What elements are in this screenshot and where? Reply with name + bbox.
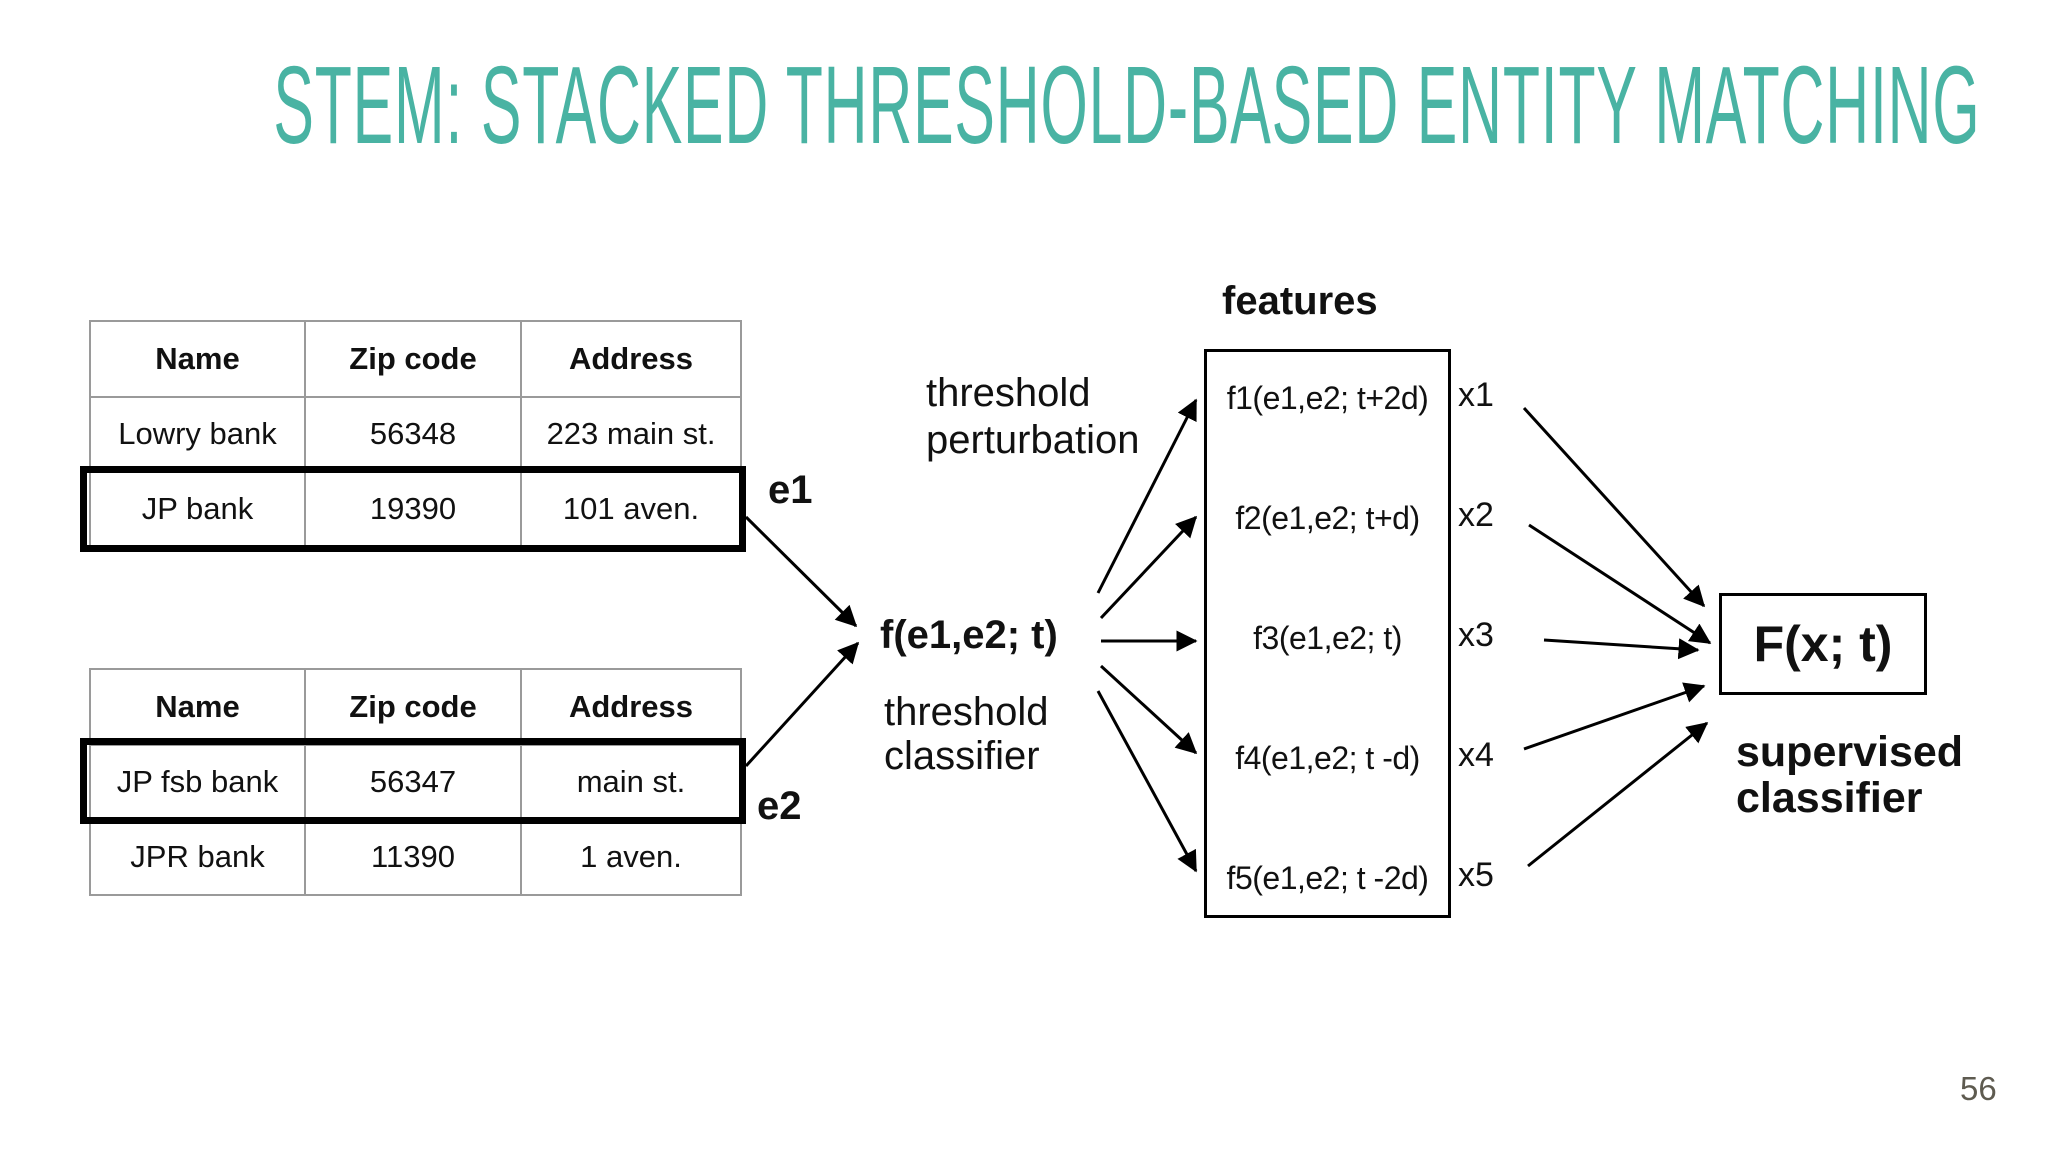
table-cell: 1 aven. [580,839,682,874]
table-cell: main st. [522,746,740,820]
table-header-cell: Address [522,670,740,746]
feature-formula: f4(e1,e2; t -d) [1235,740,1420,776]
feature-output-label: x1 [1458,376,1494,414]
source-table-2: Name Zip code Address JP fsb bank 56347 … [89,668,742,896]
arrow-x1-to-F [1522,406,1706,608]
table-cell: 101 aven. [562,491,700,526]
table-header-cell: Zip code [306,322,522,398]
features-title: features [1222,279,1378,323]
table-cell: JPR bank [91,820,306,894]
feature-output-label: x2 [1458,496,1494,534]
arrow-f-to-f4 [1099,664,1198,755]
table-header-cell: Address [522,322,740,398]
threshold-perturbation-label: threshold perturbation [926,371,1140,462]
table-cell: 56347 [306,746,522,820]
features-box: f1(e1,e2; t+2d) f2(e1,e2; t+d) f3(e1,e2;… [1204,349,1451,918]
supervised-classifier-box: F(x; t) [1719,593,1927,695]
feature-formula: f3(e1,e2; t) [1253,620,1402,656]
feature-output-label: x3 [1458,616,1494,654]
source-table-1: Name Zip code Address Lowry bank 56348 2… [89,320,742,548]
threshold-classifier-formula: f(e1,e2; t) [880,613,1058,657]
arrow-e1-to-f [744,515,858,628]
table-cell: 56348 [306,398,522,472]
feature-output-label: x4 [1458,736,1494,774]
arrow-f-to-f5 [1096,690,1198,873]
table-header-cell: Zip code [306,670,522,746]
arrow-f-to-f2 [1099,515,1198,620]
page-number: 56 [1960,1070,1997,1107]
feature-output-label: x5 [1458,856,1494,894]
feature-formula: f2(e1,e2; t+d) [1235,500,1420,536]
feature-formula: f1(e1,e2; t+2d) [1226,380,1429,416]
table-header-cell: Name [91,322,306,398]
table-cell: 19390 [306,472,522,546]
arrow-x2-to-F [1528,523,1712,645]
table-cell: Lowry bank [91,398,306,472]
table-cell: 11390 [306,820,522,894]
arrow-x4-to-F [1523,682,1706,751]
table-cell: 223 main st. [522,398,740,472]
table-cell: JP bank [91,472,306,546]
arrow-e2-to-f [744,641,860,768]
feature-formula: f5(e1,e2; t -2d) [1226,860,1429,896]
supervised-classifier-label: supervised classifier [1736,728,1964,822]
entity-e1-label: e1 [768,468,813,512]
arrow-x5-to-F [1527,721,1709,868]
threshold-classifier-label: threshold classifier [884,690,1049,778]
slide-title: STEM: STACKED THRESHOLD-BASED ENTITY MAT… [273,44,1981,168]
table-cell: JP fsb bank [91,746,306,820]
slide-title-wrap: STEM: STACKED THRESHOLD-BASED ENTITY MAT… [60,46,2048,167]
entity-e2-label: e2 [757,784,802,828]
supervised-classifier-formula: F(x; t) [1753,616,1893,672]
table-header-cell: Name [91,670,306,746]
arrow-x3-to-F [1543,638,1700,660]
